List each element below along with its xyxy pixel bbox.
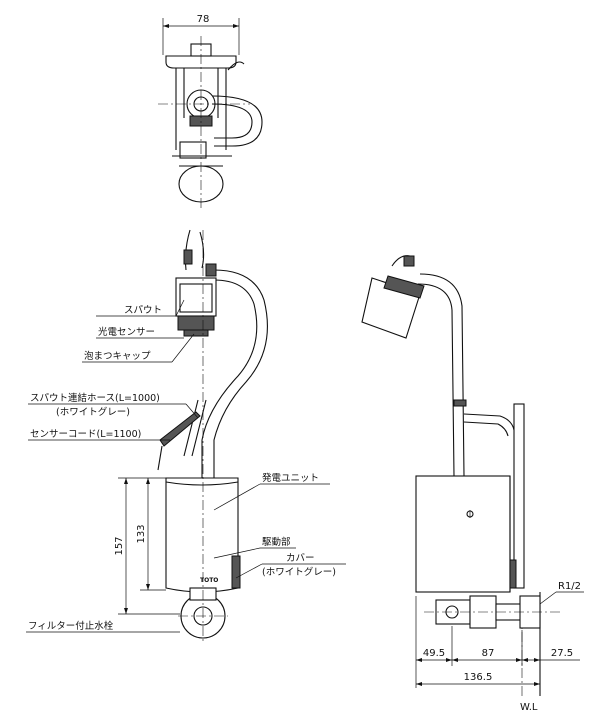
label-wall-line: W.L bbox=[520, 702, 538, 713]
dim-thread: R1/2 bbox=[558, 581, 581, 592]
dim-top-width: 78 bbox=[197, 14, 210, 25]
label-cover-color: (ホワイトグレー) bbox=[262, 566, 336, 578]
label-filter-valve: フィルター付止水栓 bbox=[28, 620, 114, 632]
label-drive-part: 駆動部 bbox=[262, 536, 291, 548]
front-view: TOTO 157 133 スパウト 光電センサー 泡まつキャップ スパウト連結ホ… bbox=[26, 229, 346, 644]
label-sensor-cord: センサーコード(L=1100) bbox=[30, 429, 141, 440]
label-spout: スパウト bbox=[124, 305, 162, 316]
top-view: 78 bbox=[158, 14, 263, 208]
brand-logo: TOTO bbox=[200, 577, 218, 584]
label-photo-sensor: 光電センサー bbox=[98, 326, 155, 338]
label-aerator-cap: 泡まつキャップ bbox=[84, 350, 151, 362]
dim-bottom-left: 49.5 bbox=[423, 648, 445, 659]
dim-bottom-mid: 87 bbox=[482, 648, 495, 659]
label-generator-unit: 発電ユニット bbox=[262, 472, 319, 484]
label-cover: カバー bbox=[286, 553, 315, 564]
dim-bottom-right: 27.5 bbox=[551, 648, 573, 659]
label-spout-hose: スパウト連結ホース(L=1000) bbox=[30, 392, 160, 404]
label-spout-hose-color: (ホワイトグレー) bbox=[56, 406, 130, 418]
dim-bottom-total: 136.5 bbox=[464, 672, 493, 683]
dim-height-total: 157 bbox=[114, 536, 125, 555]
dim-height-unit: 133 bbox=[136, 524, 147, 543]
side-view: R1/2 49.5 87 27.5 136.5 W.L bbox=[361, 255, 584, 713]
